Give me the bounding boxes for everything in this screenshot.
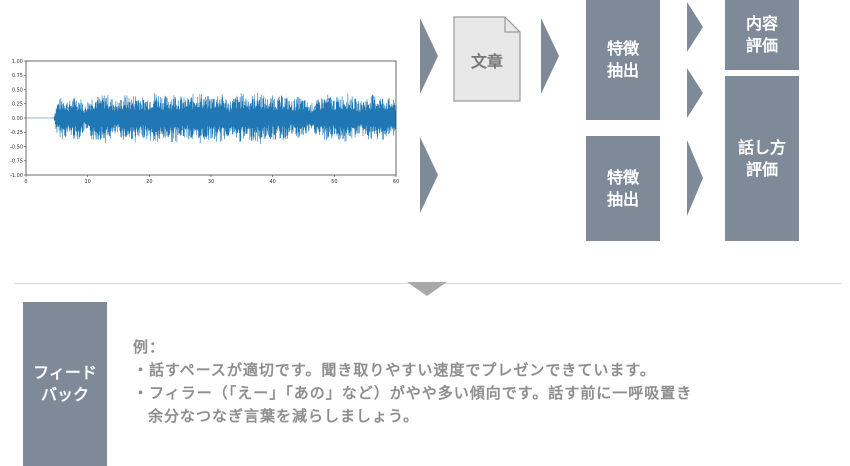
document-icon (453, 16, 521, 102)
waveform-line (26, 92, 397, 145)
x-tick-label: 40 (269, 179, 275, 185)
waveform-chart: 1.00 0.75 0.50 0.25 0.00 -0.25 -0.50 -0.75 -1.00… (10, 59, 399, 185)
feedback-box: フィード バック (23, 302, 107, 466)
feedback-bullet-2-line-2: 余分なつなぎ言葉を減らしましょう。 (148, 407, 420, 425)
y-tick-label: 1.00 (12, 59, 23, 65)
y-tick-label: 0.00 (12, 116, 23, 122)
feedback-bullet-2-line-1: ・フィラー（「えー」「あの」など）がやや多い傾向です。話す前に一呼吸置き (133, 384, 693, 402)
x-axis-ticks: 0 10 20 30 40 50 60 (24, 175, 399, 185)
x-tick-label: 10 (84, 179, 90, 185)
arrow-to-feature-top (541, 18, 559, 94)
arrow-to-content-eval (687, 2, 703, 52)
waveform-series (26, 92, 397, 145)
document-shape (453, 16, 521, 102)
plot-frame (25, 60, 397, 176)
speaking-evaluation-box: 話し方 評価 (725, 76, 799, 241)
arrow-to-document (420, 18, 438, 94)
content-evaluation-box: 内容 評価 (725, 0, 799, 70)
arrow-to-speaking-eval-top (687, 68, 703, 118)
y-tick-label: 0.75 (12, 73, 23, 79)
feature-extraction-top: 特徴 抽出 (586, 0, 660, 120)
feedback-heading: 例： (133, 338, 166, 356)
arrow-to-speaking-eval-bottom (687, 140, 703, 216)
x-tick-label: 0 (24, 179, 27, 185)
y-axis-ticks: 1.00 0.75 0.50 0.25 0.00 -0.25 -0.50 -0.75 -1.00 (10, 59, 26, 179)
down-arrow (407, 282, 447, 296)
y-tick-label: -1.00 (10, 173, 23, 179)
arrow-to-feature-bottom (420, 137, 438, 213)
x-tick-label: 30 (208, 179, 214, 185)
feature-extraction-bottom: 特徴 抽出 (586, 136, 660, 241)
document-fold (504, 17, 520, 33)
y-tick-label: -0.25 (10, 130, 23, 136)
x-tick-label: 50 (331, 179, 337, 185)
y-tick-label: 0.25 (12, 102, 23, 108)
y-tick-label: -0.50 (10, 144, 23, 150)
document-label: 文章 (470, 52, 503, 71)
x-tick-label: 20 (146, 179, 152, 185)
feedback-bullet-1: ・話すペースが適切です。聞き取りやすい速度でプレゼンできています。 (133, 361, 656, 379)
y-tick-label: -0.75 (10, 159, 23, 165)
y-tick-label: 0.50 (12, 87, 23, 93)
x-tick-label: 60 (393, 179, 399, 185)
